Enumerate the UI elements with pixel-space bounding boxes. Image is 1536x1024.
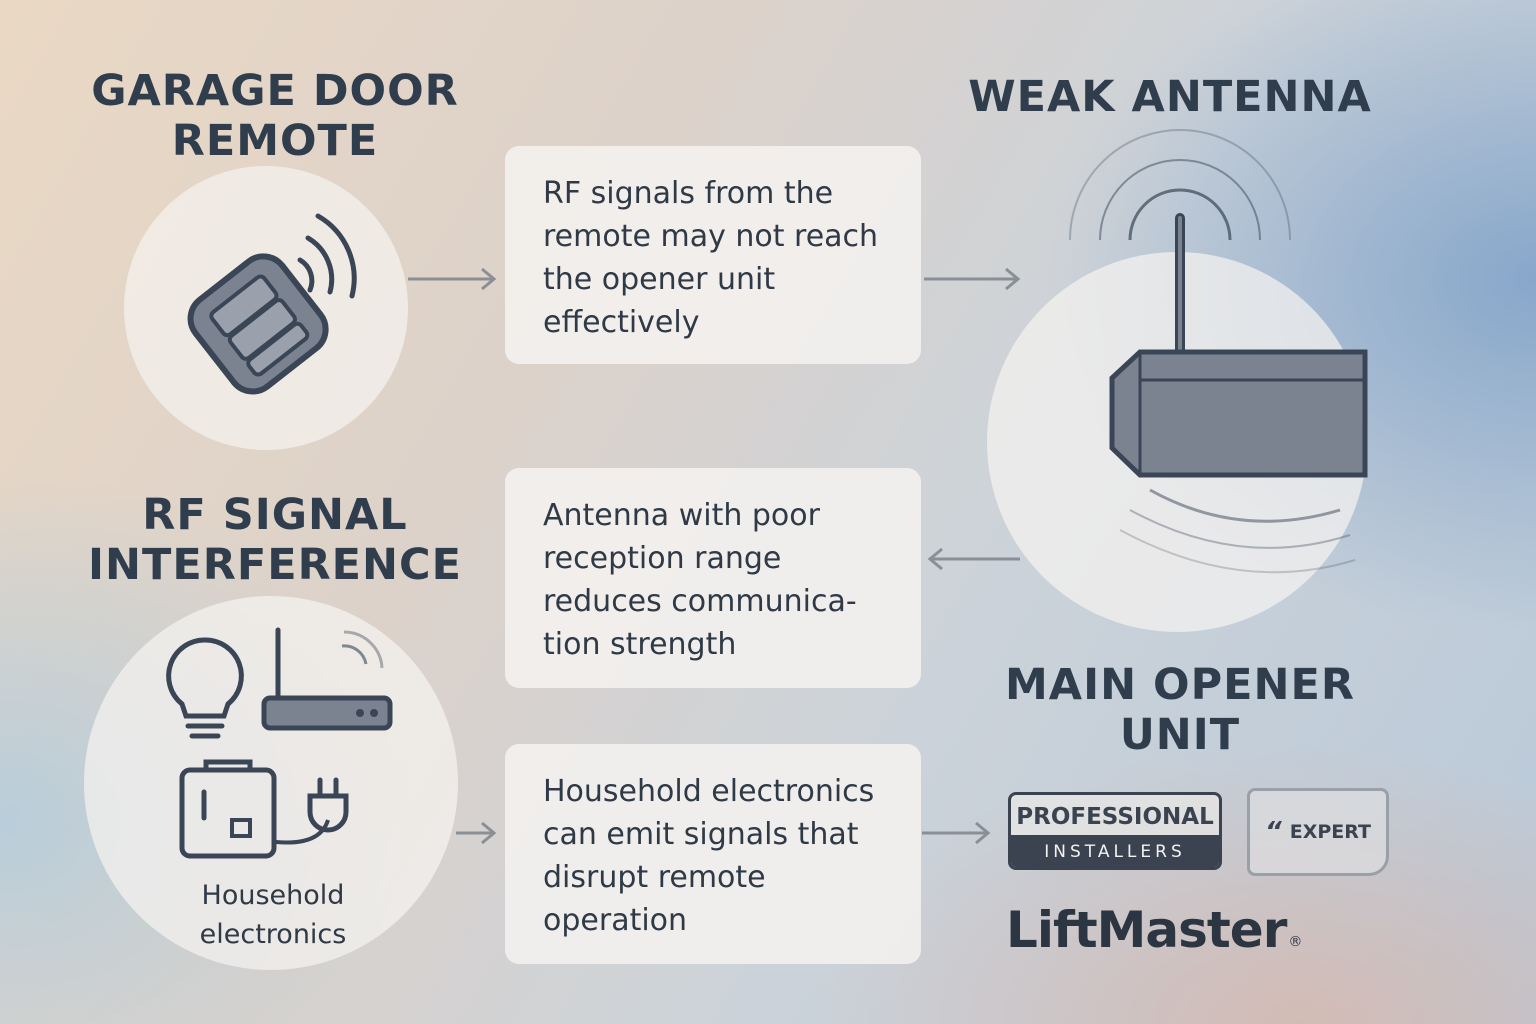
arrow-icon — [922, 821, 991, 845]
arrow-icon — [924, 267, 1021, 291]
expert-badge: “ EXPERT — [1247, 788, 1389, 876]
light-bulb-icon — [166, 637, 244, 739]
remote-icon — [187, 213, 357, 395]
main-opener-title: MAIN OPENER UNIT — [1005, 660, 1355, 760]
arrow-icon — [408, 267, 497, 291]
power-plug-icon — [275, 777, 349, 845]
professional-installers-badge: PROFESSIONAL INSTALLERS — [1008, 792, 1222, 870]
power-outlet-icon — [179, 759, 277, 859]
rf-interference-title: RF SIGNAL INTERFERENCE — [88, 490, 462, 590]
weak-antenna-title: WEAK ANTENNA — [968, 72, 1372, 122]
arrow-icon — [927, 547, 1020, 571]
arrow-icon — [456, 821, 497, 845]
antenna-range-box: Antenna with poor reception range reduce… — [505, 468, 921, 688]
router-icon — [261, 627, 393, 731]
liftmaster-wordmark: LiftMaster — [1006, 901, 1287, 959]
garage-door-remote-title: GARAGE DOOR REMOTE — [91, 66, 459, 166]
antenna-icon — [1069, 129, 1291, 365]
quote-icon: “ — [1264, 817, 1282, 847]
registered-mark-icon: ® — [1288, 934, 1303, 950]
interference-circle — [84, 596, 458, 970]
liftmaster-logo: LiftMaster ® — [1006, 898, 1302, 962]
expert-label: EXPERT — [1289, 821, 1372, 843]
household-electronics-caption: Household electronics — [199, 880, 347, 950]
professional-label: PROFESSIONAL — [1016, 804, 1214, 830]
opener-unit-icon — [1109, 349, 1368, 574]
installers-label: INSTALLERS — [1011, 835, 1219, 867]
remote-signal-box: RF signals from the remote may not reach… — [505, 146, 921, 364]
electronics-box: Household electronics can emit signals t… — [505, 744, 921, 964]
